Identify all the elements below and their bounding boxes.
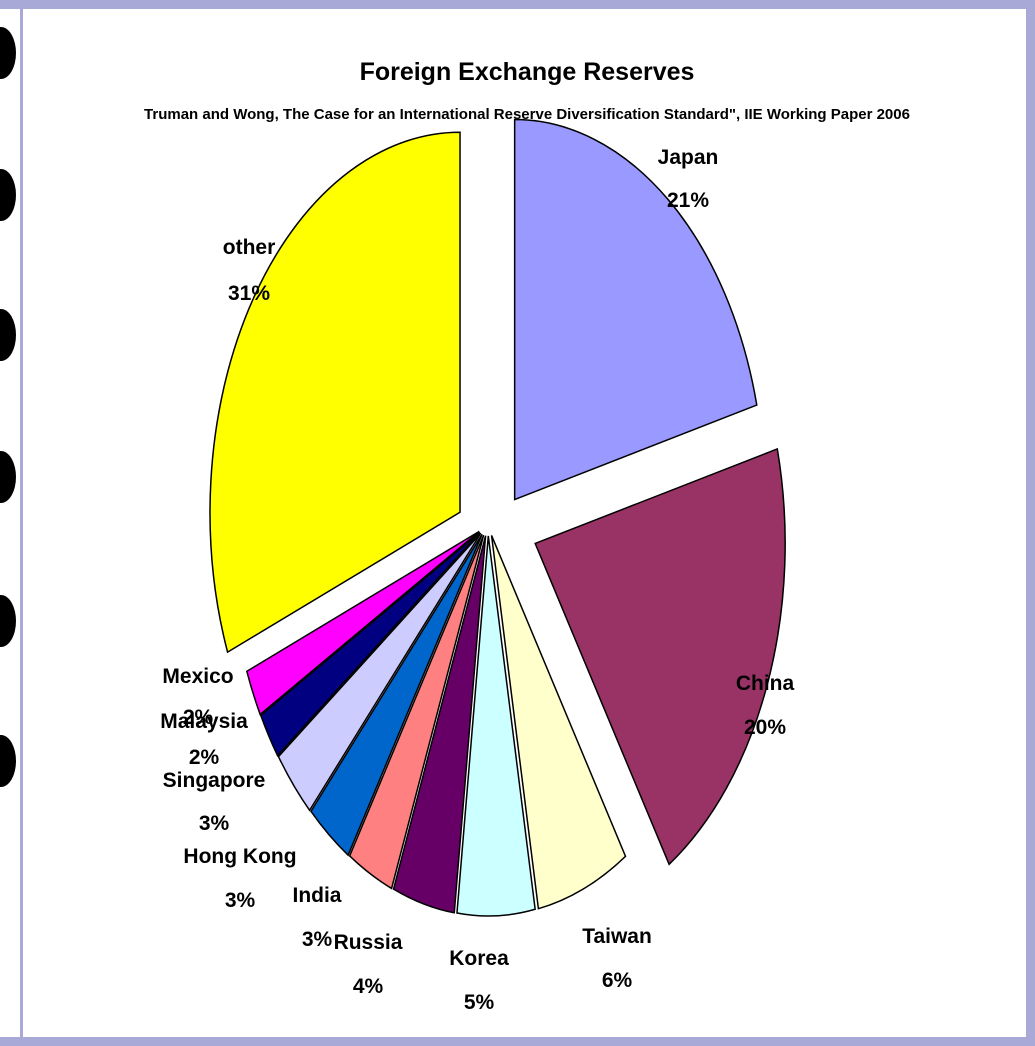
- slice-label: Russia: [334, 931, 403, 954]
- pie-slice-japan: [513, 118, 758, 501]
- slice-label: Singapore: [163, 769, 266, 792]
- pie-slice-hong-kong: [310, 533, 483, 857]
- slice-label: China: [736, 672, 795, 695]
- bullet-marker: [0, 735, 16, 787]
- pie-slice-taiwan: [490, 535, 627, 910]
- slice-label: Malaysia: [160, 710, 248, 733]
- slice-percent-label: 2%: [183, 706, 214, 729]
- slice-percent-label: 20%: [744, 716, 786, 739]
- bullet-marker: [0, 595, 16, 647]
- pie-slice-russia: [392, 535, 487, 914]
- pie-slice-korea: [456, 535, 536, 917]
- slice-label: other: [223, 236, 276, 259]
- bullet-marker: [0, 309, 16, 361]
- pie-slice-malaysia: [259, 531, 481, 757]
- slice-label: Taiwan: [582, 925, 652, 948]
- pie-slices: [209, 118, 786, 917]
- chart-subtitle: Truman and Wong, The Case for an Interna…: [144, 106, 910, 123]
- slice-percent-label: 21%: [667, 189, 709, 212]
- slice-percent-label: 5%: [464, 991, 495, 1014]
- pie-slice-other: [209, 131, 461, 654]
- bullet-marker: [0, 27, 16, 79]
- slice-label: Hong Kong: [183, 845, 296, 868]
- slice-percent-label: 2%: [189, 746, 220, 769]
- pie-slice-singapore: [277, 532, 482, 812]
- slice-percent-label: 3%: [199, 812, 230, 835]
- bullet-marker: [0, 169, 16, 221]
- pie-labels: Japan 21% China 20% Taiwan 6% Korea 5% Russia 4% I…: [160, 146, 794, 1014]
- slice-label: Japan: [658, 146, 719, 169]
- slice-percent-label: 6%: [602, 969, 633, 992]
- slice-percent-label: 3%: [225, 889, 256, 912]
- pie-slice-china: [534, 447, 786, 866]
- slice-label: Korea: [449, 947, 509, 970]
- pie-slice-mexico: [245, 530, 480, 716]
- slice-label: Mexico: [162, 665, 233, 688]
- bullet-marker: [0, 451, 16, 503]
- slice-percent-label: 31%: [228, 282, 270, 305]
- pie-slice-india: [348, 534, 485, 890]
- slice-label: India: [292, 884, 341, 907]
- chart-title: Foreign Exchange Reserves: [360, 58, 695, 86]
- slice-percent-label: 3%: [302, 928, 333, 951]
- slice-percent-label: 4%: [353, 975, 384, 998]
- left-margin-strip: [0, 9, 23, 1037]
